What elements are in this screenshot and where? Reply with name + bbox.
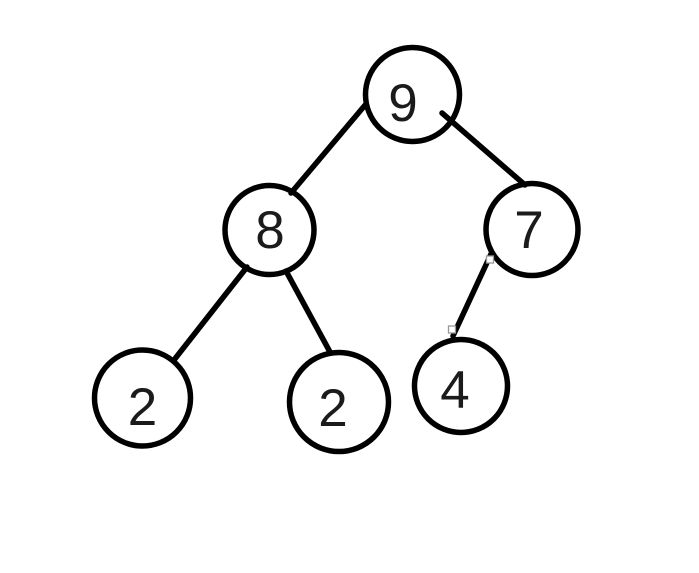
edge-8-to-right-2: [283, 268, 333, 355]
edge-7-to-4: [450, 251, 494, 339]
tree-node-label-left-right: 2: [318, 379, 347, 438]
edge-9-to-8: [288, 101, 369, 196]
edge-8-to-left-2: [171, 264, 250, 363]
tree-node-label-right-left: 4: [440, 361, 469, 420]
tree-node-circle-right-left: [411, 336, 511, 436]
tree-node-circle-root-left: [222, 182, 317, 278]
tree-node-label-left-left: 2: [128, 378, 157, 437]
tree-node-circle-root: [362, 44, 463, 145]
tree-node-label-root-left: 8: [255, 201, 284, 260]
tree-node-label-root-right: 7: [514, 201, 543, 260]
connection-anchor-icon: [447, 325, 457, 334]
connection-anchor-icon: [485, 255, 495, 264]
tree-node-circle-left-left: [91, 347, 194, 449]
tree-node-circle-left-right: [286, 349, 392, 455]
edge-9-to-7: [439, 110, 528, 188]
tree-node-label-root: 9: [388, 74, 417, 133]
tree-node-circle-root-right: [483, 180, 581, 279]
